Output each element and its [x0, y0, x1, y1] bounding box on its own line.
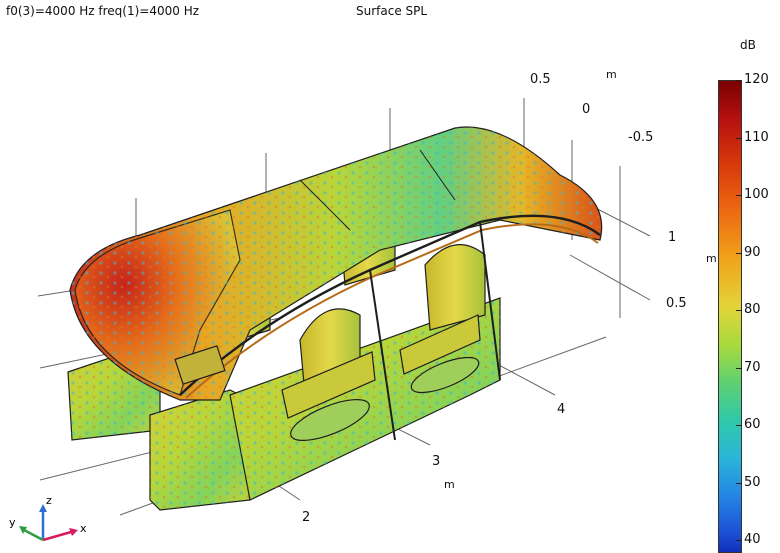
z-axis-arrowhead — [39, 504, 47, 512]
z-tick-0: 1 — [668, 230, 677, 245]
y-tick-2: -0.5 — [628, 130, 654, 145]
colorbar-tick-mark — [736, 195, 742, 196]
colorbar-tick-label: 100 — [744, 187, 769, 202]
colorbar-tick-mark — [736, 367, 742, 369]
3d-scene[interactable] — [0, 0, 700, 551]
x-axis-label: x — [80, 522, 87, 535]
z-tick-1: 0.5 — [666, 296, 687, 311]
x-tick-0: 4 — [557, 402, 566, 417]
y-axis-unit: m — [606, 68, 617, 81]
colorbar-tick-label: 50 — [744, 474, 761, 490]
x-tick-2: 2 — [302, 510, 311, 525]
x-axis-arrowhead — [69, 528, 78, 536]
x-axis-unit: m — [444, 478, 455, 491]
colorbar-tick-label: 40 — [744, 532, 761, 547]
z-axis-label: z — [46, 494, 52, 507]
colorbar-tick-mark — [736, 137, 742, 139]
colorbar-tick-mark — [736, 252, 742, 254]
colorbar — [718, 80, 742, 553]
parameter-readout: f0(3)=4000 Hz freq(1)=4000 Hz — [6, 4, 200, 18]
door-window-2 — [399, 314, 481, 375]
colorbar-tick-label: 90 — [744, 244, 761, 260]
y-axis-arrow — [23, 528, 44, 542]
x-tick-1: 3 — [432, 454, 441, 469]
colorbar-tick-mark — [736, 540, 742, 541]
colorbar-unit: dB — [740, 38, 756, 52]
colorbar-tick-mark — [736, 80, 742, 81]
roof-frame-arch — [179, 214, 601, 396]
colorbar-tick-mark — [736, 482, 742, 484]
colorbar-tick-label: 110 — [744, 129, 769, 145]
colorbar-tick-label: 120 — [744, 72, 769, 87]
z-axis-unit: m — [706, 252, 717, 265]
colorbar-tick-label: 70 — [744, 359, 761, 375]
colorbar-tick-label: 80 — [744, 302, 761, 317]
y-tick-0: 0.5 — [530, 72, 551, 87]
colorbar-gradient — [718, 80, 742, 553]
x-axis-arrow — [42, 530, 72, 542]
colorbar-tick-mark — [736, 425, 742, 426]
y-tick-1: 0 — [582, 102, 591, 117]
y-axis-arrowhead — [19, 526, 27, 534]
door-handle-1 — [290, 399, 370, 441]
colorbar-tick-label: 60 — [744, 417, 761, 432]
plot-title: Surface SPL — [356, 4, 428, 18]
axis-orientation-triad: z x y — [9, 494, 87, 542]
armrest — [174, 345, 226, 385]
door-handle-2 — [410, 356, 480, 394]
cabin-model — [67, 126, 603, 511]
seat-back-4 — [424, 244, 486, 331]
y-axis-label: y — [9, 516, 16, 529]
door-window-1 — [281, 351, 376, 419]
colorbar-tick-mark — [736, 310, 742, 311]
